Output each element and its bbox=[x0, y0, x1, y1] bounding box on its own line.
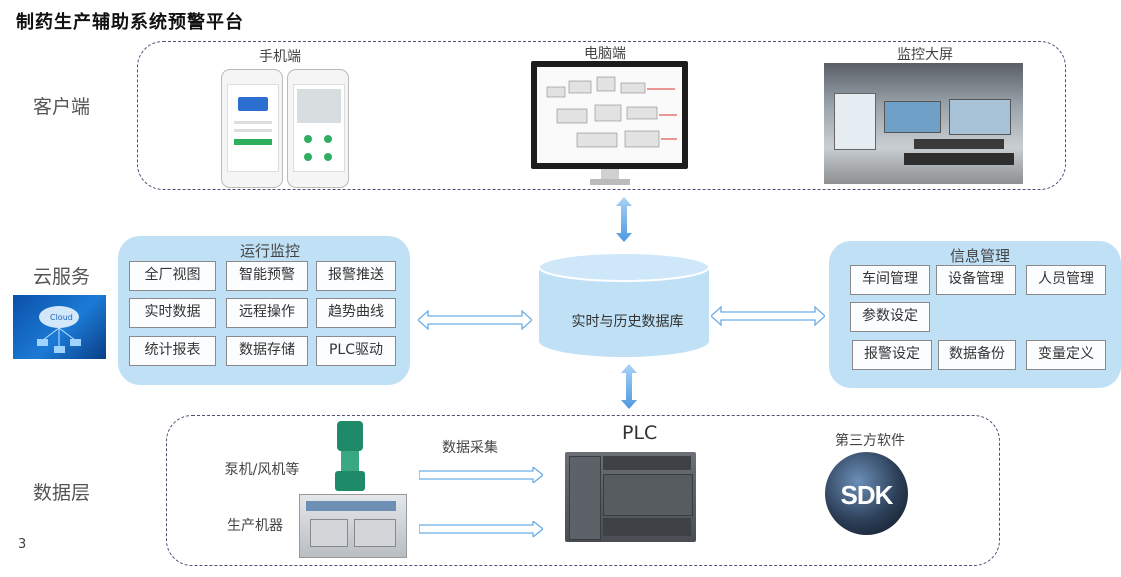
cloud-icon-text: Cloud bbox=[50, 313, 73, 322]
button-plant-view[interactable]: 全厂视图 bbox=[129, 261, 216, 291]
client-layer-label: 客户端 bbox=[33, 96, 91, 118]
phone-image-1 bbox=[221, 69, 283, 188]
third-party-software-label: 第三方软件 bbox=[835, 433, 905, 449]
pc-monitor-image bbox=[531, 61, 688, 169]
database-label: 实时与历史数据库 bbox=[571, 314, 684, 330]
mobile-label: 手机端 bbox=[259, 49, 301, 65]
data-layer-label: 数据层 bbox=[33, 482, 91, 504]
button-smart-warning[interactable]: 智能预警 bbox=[226, 261, 308, 291]
button-alarm-setting[interactable]: 报警设定 bbox=[852, 340, 932, 370]
page-title: 制药生产辅助系统预警平台 bbox=[16, 12, 244, 33]
button-data-backup[interactable]: 数据备份 bbox=[938, 340, 1016, 370]
production-machine-image bbox=[299, 494, 407, 558]
plc-label: PLC bbox=[622, 422, 658, 444]
production-machine-label: 生产机器 bbox=[227, 518, 283, 534]
plc-image bbox=[565, 452, 696, 542]
client-layer-box bbox=[137, 41, 1066, 190]
cloud-layer-label: 云服务 bbox=[33, 266, 91, 288]
page-number: 3 bbox=[18, 537, 27, 552]
arrow-db-plc bbox=[621, 364, 637, 409]
screen-label: 监控大屏 bbox=[897, 47, 953, 63]
data-collection-label: 数据采集 bbox=[442, 440, 498, 456]
arrow-pump-plc bbox=[419, 467, 543, 483]
cloud-service-image: Cloud bbox=[13, 295, 106, 359]
monitor-neck bbox=[601, 169, 619, 181]
pump-image bbox=[333, 421, 367, 493]
database-cylinder bbox=[538, 252, 710, 357]
button-alarm-push[interactable]: 报警推送 bbox=[316, 261, 396, 291]
button-device-management[interactable]: 设备管理 bbox=[936, 265, 1016, 295]
monitoring-panel-title: 运行监控 bbox=[239, 242, 300, 260]
sdk-text: SDK bbox=[840, 480, 894, 510]
button-parameter-setting[interactable]: 参数设定 bbox=[850, 302, 930, 332]
arrow-machine-plc bbox=[419, 521, 543, 537]
info-panel-title: 信息管理 bbox=[949, 247, 1010, 265]
pump-fan-label: 泵机/风机等 bbox=[224, 462, 300, 478]
button-variable-definition[interactable]: 变量定义 bbox=[1026, 340, 1106, 370]
button-workshop-management[interactable]: 车间管理 bbox=[850, 265, 930, 295]
arrow-db-info bbox=[711, 306, 825, 326]
monitor-stand bbox=[590, 179, 630, 185]
button-remote-operation[interactable]: 远程操作 bbox=[226, 298, 308, 328]
button-personnel-management[interactable]: 人员管理 bbox=[1026, 265, 1106, 295]
button-plc-driver[interactable]: PLC驱动 bbox=[316, 336, 396, 366]
button-statistics-report[interactable]: 统计报表 bbox=[129, 336, 216, 366]
button-trend-curve[interactable]: 趋势曲线 bbox=[316, 298, 396, 328]
button-data-storage[interactable]: 数据存储 bbox=[226, 336, 308, 366]
data-layer-box bbox=[166, 415, 1000, 566]
control-room-image bbox=[824, 63, 1023, 184]
phone-image-2 bbox=[287, 69, 349, 188]
arrow-client-db bbox=[616, 197, 632, 242]
sdk-globe-image: SDK bbox=[825, 452, 908, 535]
cloud-icon: Cloud bbox=[37, 306, 81, 353]
button-realtime-data[interactable]: 实时数据 bbox=[129, 298, 216, 328]
pc-label: 电脑端 bbox=[584, 46, 626, 62]
arrow-monitor-db bbox=[418, 310, 532, 330]
